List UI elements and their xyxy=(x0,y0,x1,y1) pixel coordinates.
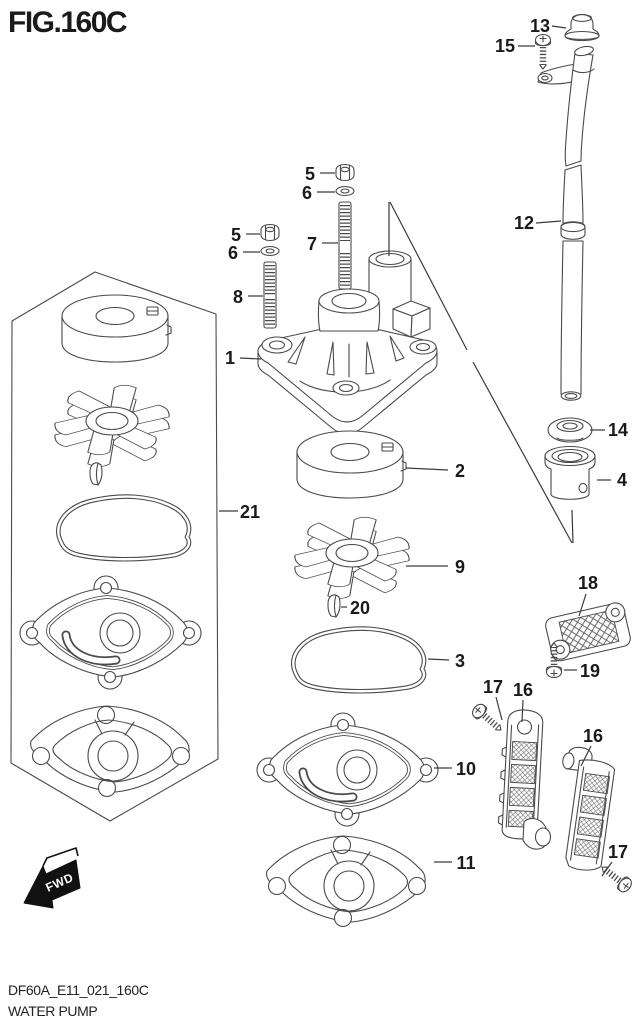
leader-lines xyxy=(219,25,613,877)
callout-5b: 5 xyxy=(231,225,241,245)
callout-14: 14 xyxy=(608,420,628,440)
kit-oring xyxy=(58,497,189,560)
callout-1: 1 xyxy=(225,348,235,368)
figure-title: FIG.160C xyxy=(8,6,128,39)
part-2-liner xyxy=(296,430,407,499)
part-17-screw-left xyxy=(470,702,506,736)
part-7-bolt xyxy=(338,201,352,290)
part-5b-nut xyxy=(260,223,280,242)
part-16-strainer-left xyxy=(497,709,552,850)
part-18-strainer-plate xyxy=(545,602,631,662)
callout-18: 18 xyxy=(578,573,598,593)
part-14-grommet xyxy=(547,417,593,443)
callout-12: 12 xyxy=(514,213,534,233)
callout-6b: 6 xyxy=(228,243,238,263)
part-5a-nut xyxy=(335,163,355,182)
part-13-seal xyxy=(564,13,600,42)
part-6a-washer xyxy=(335,185,355,197)
part-20-key xyxy=(327,594,341,618)
part-21-kit-box xyxy=(10,271,219,822)
callout-8: 8 xyxy=(233,287,243,307)
callout-9: 9 xyxy=(455,557,465,577)
part-17-screw-right xyxy=(598,861,634,894)
part-6b-washer xyxy=(260,245,280,257)
callout-17a: 17 xyxy=(483,677,503,697)
fwd-arrow-icon: FWD xyxy=(23,847,81,909)
part-16-strainer-right xyxy=(562,746,616,871)
callout-11: 11 xyxy=(456,853,475,873)
footer: DF60A_E11_021_160C WATER PUMP xyxy=(8,980,149,1022)
part-3-oring xyxy=(293,629,424,692)
callout-4: 4 xyxy=(617,470,627,490)
callout-5a: 5 xyxy=(305,164,315,184)
kit-impeller xyxy=(54,381,170,471)
footer-name: WATER PUMP xyxy=(8,1003,98,1019)
kit-case-gasket xyxy=(20,576,201,689)
callouts: 13 15 12 14 4 18 19 17 16 16 17 10 11 2 … xyxy=(225,16,628,873)
callout-16a: 16 xyxy=(513,680,533,700)
callout-20: 20 xyxy=(350,598,370,618)
part-12-water-pipe xyxy=(537,45,595,401)
callout-21: 21 xyxy=(240,502,260,522)
callout-13: 13 xyxy=(530,16,550,36)
part-1-water-pump-case xyxy=(257,250,438,435)
callout-3: 3 xyxy=(455,651,465,671)
kit-liner xyxy=(61,294,172,363)
part-11-gasket xyxy=(266,835,427,928)
part-15-screw xyxy=(536,35,551,70)
callout-10: 10 xyxy=(456,759,476,779)
kit-key xyxy=(89,462,103,486)
part-9-impeller xyxy=(294,513,410,603)
footer-code: DF60A_E11_021_160C xyxy=(8,982,149,998)
callout-17b: 17 xyxy=(608,842,628,862)
callout-16b: 16 xyxy=(583,726,603,746)
part-4-bush xyxy=(544,445,596,500)
callout-6a: 6 xyxy=(302,183,312,203)
assembly-pointer-lines xyxy=(388,201,574,544)
callout-2: 2 xyxy=(455,461,465,481)
callout-15: 15 xyxy=(495,36,515,56)
callout-7: 7 xyxy=(307,234,317,254)
kit-flat-gasket xyxy=(30,705,191,798)
part-10-gasket xyxy=(257,713,438,826)
part-8-bolt xyxy=(263,261,277,329)
callout-19: 19 xyxy=(580,661,600,681)
